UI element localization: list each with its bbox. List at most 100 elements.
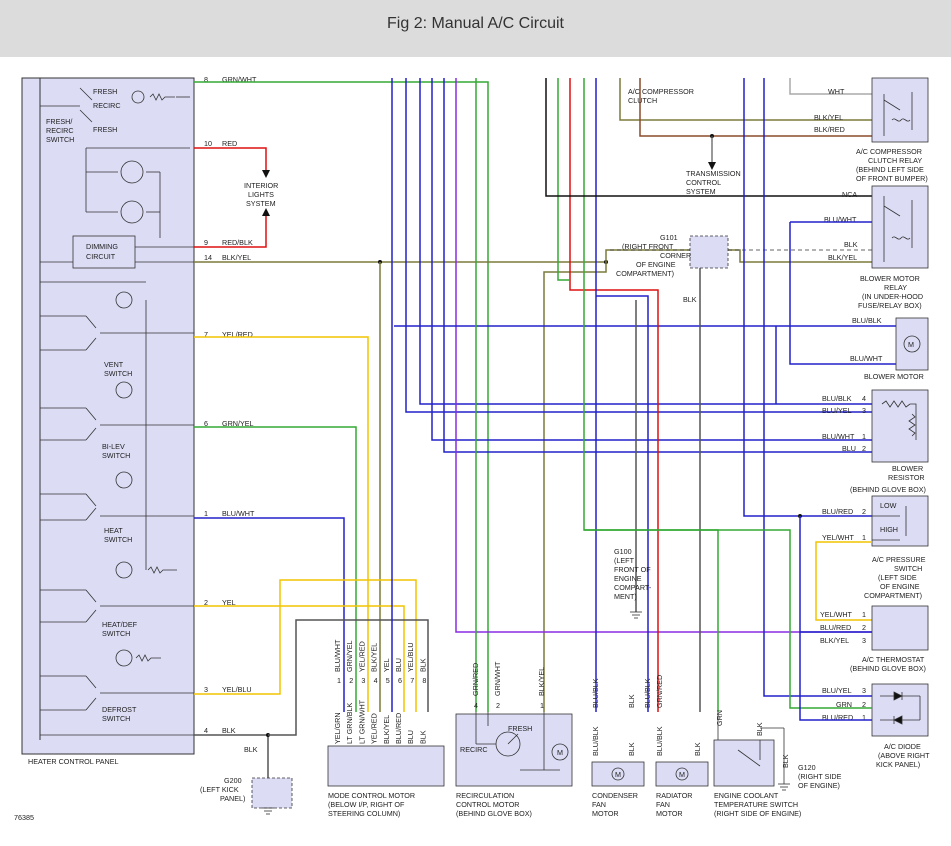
wire-blu-vert [405,78,872,413]
pressure-label-5: COMPARTMENT) [864,591,922,600]
diode-w3: BLU/RED [822,713,853,722]
wire-label-blk-yel: BLK/YEL [222,253,251,262]
mode-motor-label-3: STEERING COLUMN) [328,809,400,818]
heat-label-2: SWITCH [104,535,132,544]
recirc-label-2: CONTROL MOTOR [456,800,520,809]
diode-n2: 2 [862,700,866,709]
fresh-label: FRESH [93,87,117,96]
wire-grn-diode [584,529,872,709]
g200-ground-icon [262,807,274,815]
blower-relay-blk: BLK [844,240,858,249]
condenser-label-1: CONDENSER [592,791,638,800]
g200-label-3: PANEL) [220,794,245,803]
recirc-top-wire-label: BLK/YEL [537,667,546,696]
pressure-w2: YEL/WHT [822,533,855,542]
mode-pin-number: 1 [337,676,341,685]
pressure-w1: BLU/RED [822,507,853,516]
transmission-label-2: CONTROL [686,178,721,187]
mode-bottom-wire-label: BLU [406,730,415,744]
mode-top-wire-label: BLU/WHT [333,639,342,672]
mode-pin-number: 5 [386,676,390,685]
pin-3: 3 [204,685,208,694]
thermo-n1: 1 [862,610,866,619]
blower-motor-relay [871,185,929,269]
pin-7: 7 [204,330,208,339]
resistor-w2: BLU/YEL [822,406,852,415]
interior-label-2: LIGHTS [248,190,274,199]
wire-blu-vert-2 [419,78,872,405]
blower-relay-label-4: FUSE/RELAY BOX) [858,301,922,310]
wire-grn-wht [194,81,489,712]
wire-brown-clutch [639,78,872,137]
condenser-label-2: FAN [592,800,606,809]
g200-ground [251,777,293,809]
radiator-m: M [679,770,685,779]
g100-label-3: FRONT OF [614,565,651,574]
wire-blu-res [443,78,872,453]
blower-motor [895,317,929,371]
mode-top-wire-label: BLK/YEL [370,643,379,672]
condenser-fan-motor [591,761,645,787]
g101-label-1: G101 [660,233,678,242]
wire-grn-red-2 [569,78,659,712]
clutch-relay-blkred: BLK/RED [814,125,845,134]
diode-n3: 1 [862,713,866,722]
pressure-low: LOW [880,501,897,510]
condenser-top-2: BLK [627,694,636,708]
g200-label-2: (LEFT KICK [200,785,239,794]
pin-9: 9 [204,238,208,247]
blower-relay-label-1: BLOWER MOTOR [860,274,920,283]
mode-pin-number: 8 [422,676,426,685]
coolant-side-wire: BLK [755,722,764,736]
wire-grn-red-3 [557,78,570,281]
wire-blu-red-press [743,78,872,517]
wire-blk-g200 [194,734,269,780]
g101-label-3: CORNER [660,251,691,260]
ac-diode [871,683,929,737]
fresh-recirc-label-1: FRESH/ [46,117,72,126]
vent-label-1: VENT [104,360,124,369]
compressor-clutch-label-2: CLUTCH [628,96,657,105]
recirc-m: M [557,748,563,757]
compressor-clutch-label-1: A/C COMPRESSOR [628,87,694,96]
blower-relay-bluwht: BLU/WHT [824,215,857,224]
fresh-label-2: FRESH [93,125,117,134]
diode-label-2: (ABOVE RIGHT [878,751,930,760]
diode-n1: 3 [862,686,866,695]
g200-label-1: G200 [224,776,242,785]
resistor-n4: 2 [862,444,866,453]
resistor-label-1: BLOWER [892,464,923,473]
g120-label-1: G120 [798,763,816,772]
clutch-relay-label-3: (BEHIND LEFT SIDE [856,165,924,174]
resistor-w4: BLU [842,444,856,453]
mode-pin-number: 2 [349,676,353,685]
arrow-transmission [708,162,716,170]
radiator-label-2: FAN [656,800,670,809]
dimming-label-1: DIMMING [86,242,118,251]
resistor-n2: 3 [862,406,866,415]
mode-pin-number: 7 [410,676,414,685]
wire-label-yel-red: YEL/RED [222,330,253,339]
recirc-label: RECIRC [93,101,121,110]
pressure-n1: 2 [862,507,866,516]
pin-14: 14 [204,253,212,262]
diode-label-1: A/C DIODE [884,742,921,751]
coolant-right-wire: BLK [781,754,790,768]
wire-label-grn-yel: GRN/YEL [222,419,254,428]
mode-bottom-wire-label: BLK/YEL [382,715,391,744]
pin-1: 1 [204,509,208,518]
mode-motor-label-2: (BELOW I/P, RIGHT OF [328,800,405,809]
resistor-n3: 1 [862,432,866,441]
fresh-recirc-switch [40,87,190,123]
g101-label-4: OF ENGINE [636,260,676,269]
figure-id: 76385 [14,813,34,822]
g100-ground-icon [630,611,642,619]
wire-blk-mode [268,619,429,736]
recirc-top-wire-label: GRN/WHT [493,661,502,696]
recirc-label-1: RECIRCULATION [456,791,514,800]
panel-lamps [85,147,190,238]
dimming-label-2: CIRCUIT [86,252,116,261]
heatdef-label-2: SWITCH [102,629,130,638]
pressure-label-2: SWITCH [894,564,922,573]
wire-blu-yel-diode [763,78,872,697]
